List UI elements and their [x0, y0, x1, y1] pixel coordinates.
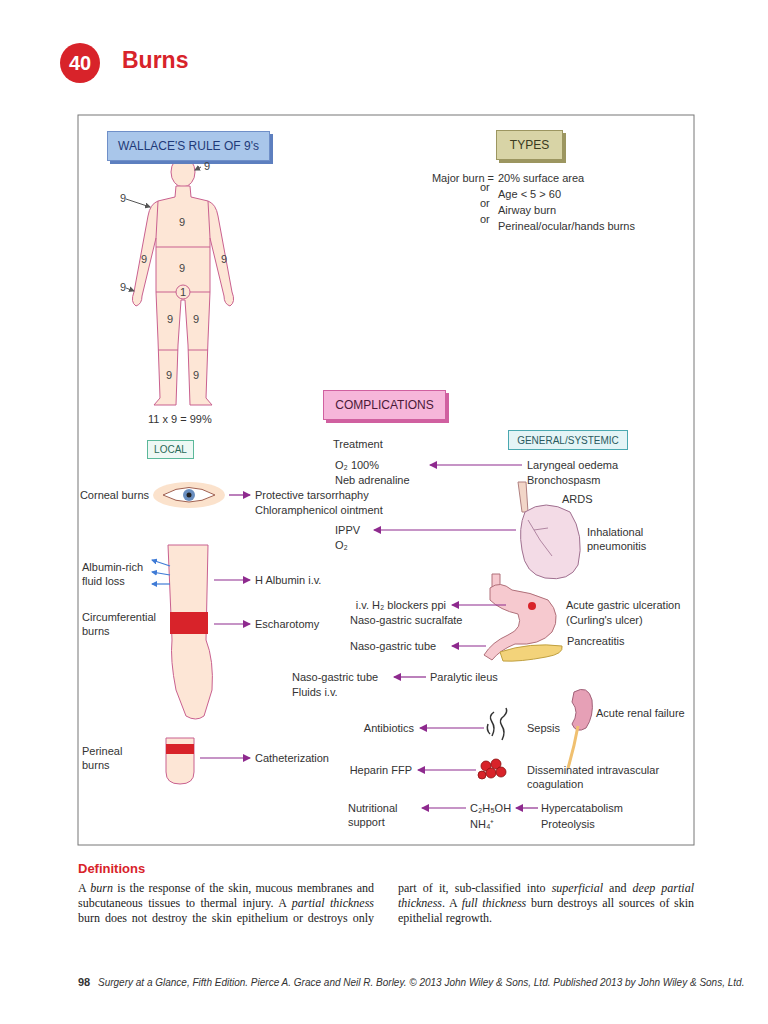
section-heading: Definitions	[78, 862, 145, 876]
treatment-text: Antibiotics	[364, 721, 414, 735]
region-number: 9	[193, 368, 199, 382]
treatment-text: Escharotomy	[255, 617, 319, 631]
treatment-text: Nutritional support	[348, 801, 420, 829]
region-number: 1	[180, 285, 186, 299]
perineal-drawing	[166, 738, 194, 784]
type-text: Age < 5 > 60	[498, 187, 561, 201]
region-number: 9	[204, 159, 210, 173]
treatment-text: H Albumin i.v.	[255, 573, 321, 587]
treatment-text: Heparin FFP	[350, 763, 412, 777]
region-number: 9	[179, 261, 185, 275]
type-text: or	[480, 212, 490, 226]
bacteria-icon	[487, 708, 506, 740]
box-text: GENERAL/SYSTEMIC	[517, 435, 619, 446]
complication-text: Acute gastric ulceration	[566, 598, 680, 612]
body-text: . A	[442, 896, 457, 910]
eye-drawing	[153, 482, 225, 508]
page-title: Burns	[122, 47, 188, 74]
treatment-text: i.v. H₂ blockers ppi	[356, 598, 446, 612]
sub-heading-box: LOCAL	[147, 440, 194, 459]
box-text: 40	[69, 52, 91, 75]
complication-text: Proteolysis	[541, 817, 595, 831]
box-text: LOCAL	[154, 444, 187, 455]
complication-text: Bronchospasm	[527, 473, 600, 487]
treatment-text: Catheterization	[255, 751, 329, 765]
treatment-text: IPPV	[335, 523, 360, 537]
metabolite-text: C₂H₅OH	[470, 801, 511, 815]
complication-text: Sepsis	[527, 721, 560, 735]
complication-text: Disseminated intravascular coagulation	[527, 763, 675, 791]
emphasis-text: partial thickness	[292, 896, 374, 910]
type-text: Airway burn	[498, 203, 556, 217]
complication-text: Perineal burns	[82, 744, 142, 772]
region-number: 9	[120, 280, 126, 294]
type-text: Perineal/ocular/hands burns	[498, 219, 635, 233]
region-number: 9	[193, 312, 199, 326]
sub-heading-box: GENERAL/SYSTEMIC	[508, 430, 628, 450]
body-figure	[126, 157, 234, 405]
complication-text: Inhalational pneumonitis	[587, 525, 669, 553]
complication-text: Hypercatabolism	[541, 801, 623, 815]
box-text: TYPES	[510, 138, 549, 152]
citation: Surgery at a Glance, Fifth Edition. Pier…	[98, 976, 744, 990]
arrows	[200, 465, 538, 808]
treatment-text: O₂ 100%	[335, 458, 379, 472]
type-text: or	[480, 196, 490, 210]
box-text: WALLACE'S RULE OF 9's	[118, 139, 259, 153]
complication-text: Circumferential burns	[82, 610, 167, 638]
region-number: 9	[167, 312, 173, 326]
treatment-text: Chloramphenicol ointment	[255, 503, 383, 517]
box-text: COMPLICATIONS	[335, 398, 433, 412]
definitions-text: A burn is the response of the skin, muco…	[78, 881, 694, 926]
section-box: TYPES	[496, 130, 563, 160]
complication-text: Albumin-rich fluid loss	[82, 560, 152, 588]
complication-text: Acute renal failure	[596, 706, 685, 720]
type-text: 20% surface area	[498, 171, 584, 185]
complication-text: Corneal burns	[80, 488, 149, 502]
emphasis-text: burn	[90, 881, 113, 895]
emphasis-text: full thickness	[462, 896, 527, 910]
complication-text: Paralytic ileus	[430, 670, 498, 684]
treatment-text: O₂	[335, 538, 348, 552]
region-number: 9	[120, 191, 126, 205]
arm-drawing	[152, 545, 212, 719]
metabolite-text: NH₄⁺	[470, 817, 494, 831]
total-note: 11 x 9 = 99%	[148, 412, 212, 426]
treatment-text: Naso-gastric tube	[292, 670, 378, 684]
kidney-drawing	[568, 689, 592, 768]
complication-text: Laryngeal oedema	[527, 458, 618, 472]
treatment-text: Protective tarsorrhaphy	[255, 488, 369, 502]
column-heading: Treatment	[333, 437, 383, 451]
treatment-text: Neb adrenaline	[335, 473, 410, 487]
frame	[78, 115, 694, 845]
stomach-drawing	[484, 574, 562, 661]
section-box: WALLACE'S RULE OF 9's	[107, 131, 270, 161]
treatment-text: Naso-gastric sucralfate	[350, 613, 463, 627]
blood-clot-icon	[478, 759, 506, 779]
emphasis-text: superficial	[552, 881, 603, 895]
page-number: 98	[78, 975, 90, 989]
body-text: and	[609, 881, 626, 895]
type-text: or	[480, 180, 490, 194]
region-number: 9	[166, 368, 172, 382]
region-number: 9	[179, 215, 185, 229]
complication-text: (Curling's ulcer)	[566, 613, 643, 627]
complication-text: ARDS	[562, 492, 593, 506]
body-text: A	[78, 881, 86, 895]
complication-text: Pancreatitis	[567, 634, 624, 648]
treatment-text: Naso-gastric tube	[350, 639, 436, 653]
region-number: 9	[221, 252, 227, 266]
section-box: COMPLICATIONS	[323, 390, 446, 420]
region-number: 9	[141, 252, 147, 266]
treatment-text: Fluids i.v.	[292, 685, 338, 699]
chapter-number: 40	[60, 43, 100, 83]
